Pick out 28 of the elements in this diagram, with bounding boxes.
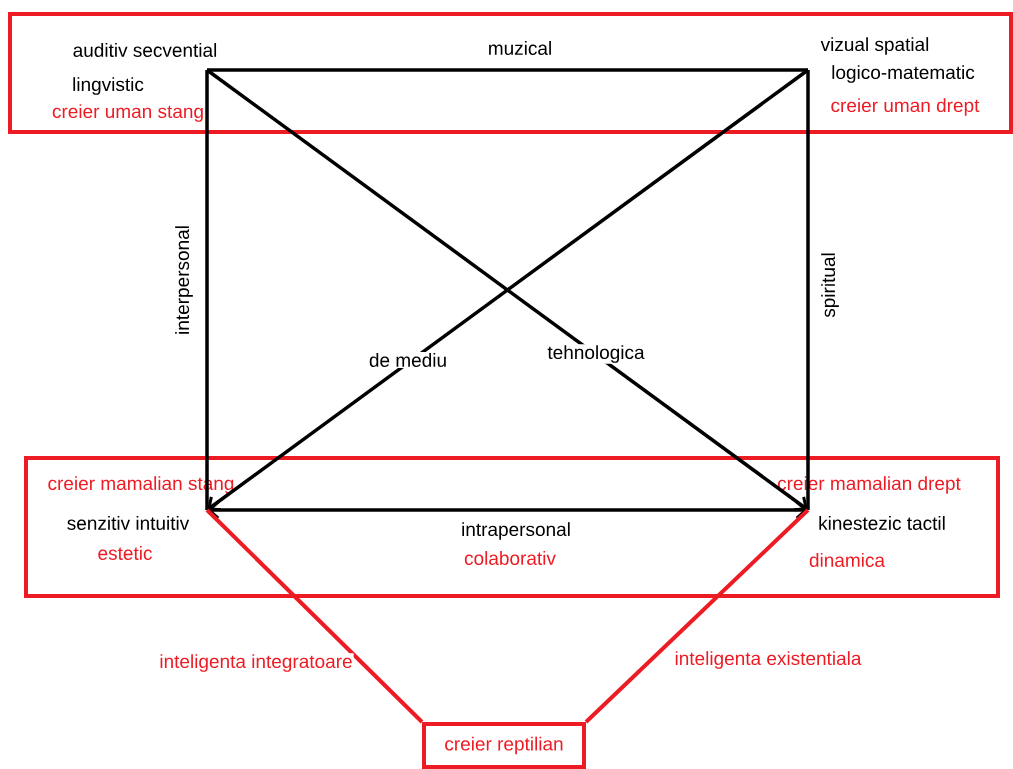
node-label: estetic [98, 546, 152, 560]
node-label: vizual spatial [820, 37, 929, 55]
node-label: lingvistic [73, 77, 144, 95]
reptilian-box: creier reptilian [422, 722, 586, 769]
edge-label: intrapersonal [462, 522, 570, 540]
node-label: senzitiv intuitiv [67, 516, 190, 530]
edge-label: tehnologica [547, 345, 645, 363]
edge-label: inteligenta existentiala [675, 651, 862, 669]
node-label: logico-matematic [832, 65, 975, 83]
connector-line [806, 70, 810, 510]
edge-label: spiritual [821, 253, 839, 318]
connector-line [205, 508, 424, 724]
connector-line [584, 508, 810, 724]
edge-label: de mediu [369, 353, 446, 367]
node-label: auditiv secvential [73, 43, 217, 57]
edge-label: inteligenta integratoare [160, 654, 352, 672]
node-label: kinestezic tactil [819, 516, 945, 530]
arrow [207, 500, 808, 520]
label: colaborativ [464, 551, 556, 565]
band-box [24, 456, 1000, 598]
node-label: dinamica [809, 553, 885, 567]
edge-label: interpersonal [175, 226, 193, 334]
node-label: creier uman drept [831, 98, 980, 116]
connector-line [207, 68, 808, 72]
connector-line [205, 70, 209, 510]
node-label: creier uman stang [52, 104, 203, 122]
edge-label: muzical [489, 41, 551, 55]
band-box [8, 12, 1013, 134]
